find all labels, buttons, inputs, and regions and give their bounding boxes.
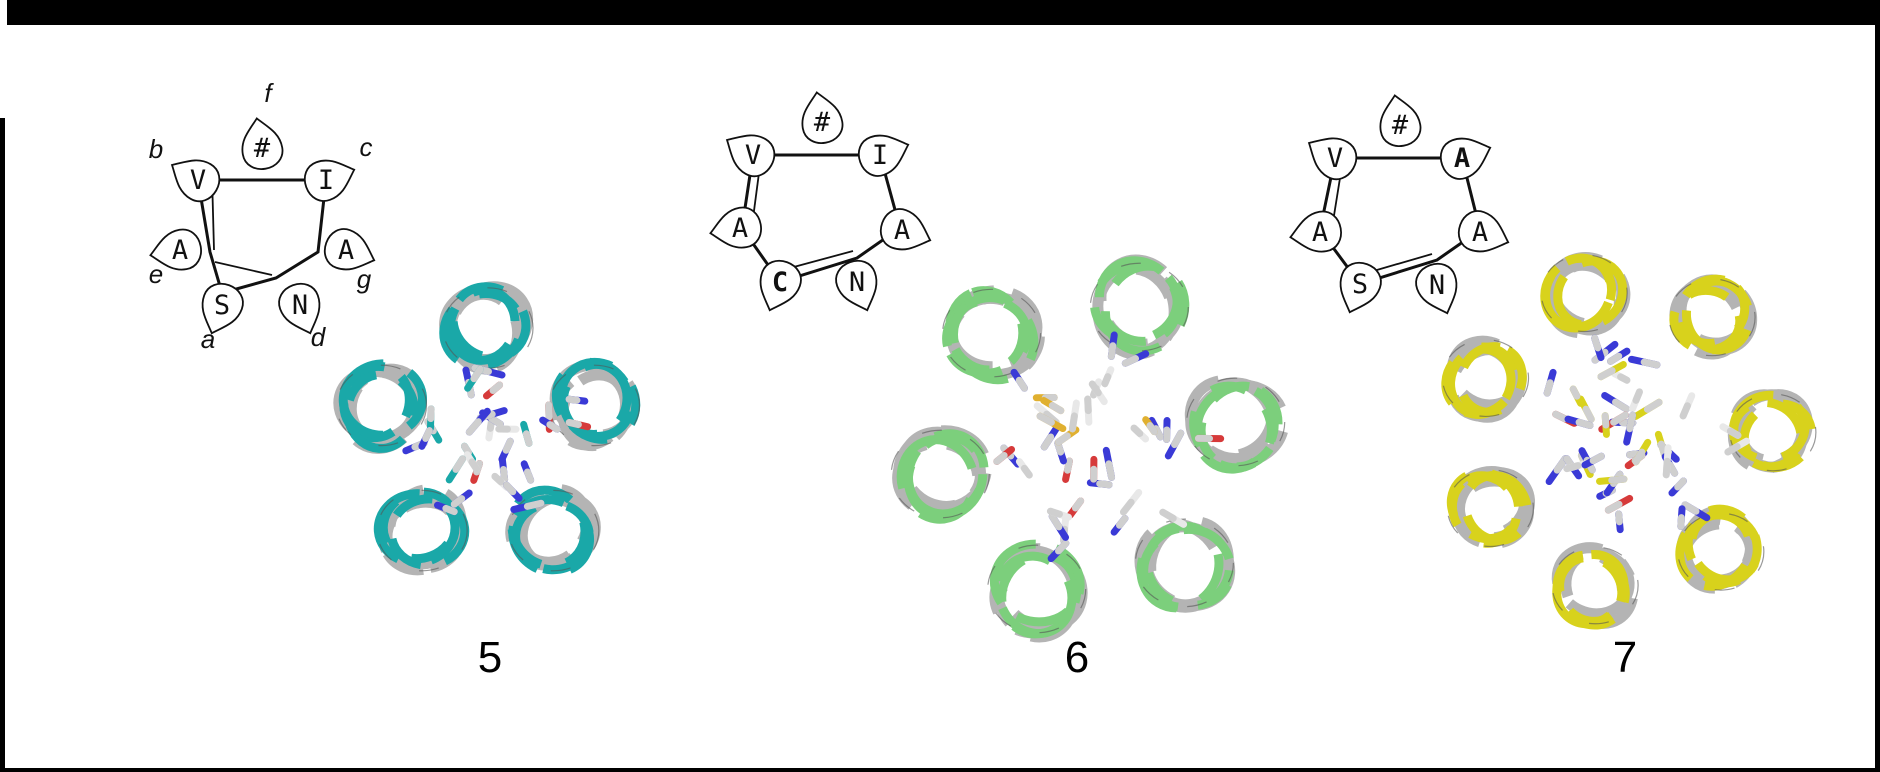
residue-4: A xyxy=(318,223,382,280)
svg-text:V: V xyxy=(745,140,761,171)
heptad-label-a: a xyxy=(201,324,215,354)
helix-2 xyxy=(1184,374,1290,474)
svg-text:A: A xyxy=(894,215,910,246)
svg-text:A: A xyxy=(732,213,748,244)
side-chain-sticks xyxy=(993,423,1080,479)
side-chain-sticks xyxy=(1598,355,1663,446)
helix-5 xyxy=(890,425,992,524)
side-chain-sticks xyxy=(491,437,545,513)
residue-2: # xyxy=(236,114,287,174)
heptad-label-d: d xyxy=(311,322,327,352)
svg-text:I: I xyxy=(318,165,334,196)
hexamer-structure-6 xyxy=(890,254,1290,643)
svg-text:C: C xyxy=(772,267,788,298)
wheel-frame xyxy=(196,178,328,295)
svg-text:#: # xyxy=(1392,110,1409,141)
side-chain-sticks xyxy=(1591,334,1631,413)
helix-2 xyxy=(1668,274,1758,360)
residue-3: I xyxy=(298,150,362,207)
helix-4 xyxy=(987,539,1088,643)
side-chain-sticks xyxy=(1086,446,1188,536)
svg-text:#: # xyxy=(814,107,831,138)
structure-label-5: 5 xyxy=(478,633,502,682)
svg-text:S: S xyxy=(1352,269,1368,300)
pentamer-structure-5 xyxy=(333,281,641,577)
svg-text:A: A xyxy=(338,235,354,266)
residue-4: A xyxy=(1452,205,1516,262)
svg-text:V: V xyxy=(1327,143,1343,174)
residue-4: A xyxy=(874,203,938,260)
residue-1: V xyxy=(161,146,228,209)
svg-text:A: A xyxy=(1312,217,1328,248)
helix-1 xyxy=(1089,254,1190,360)
helix-7 xyxy=(1441,335,1530,423)
side-chain-sticks xyxy=(1010,368,1080,433)
panel-corner-tab xyxy=(0,0,7,118)
residue-1: V xyxy=(1298,124,1365,187)
residue-7: A xyxy=(706,203,766,254)
helix-6 xyxy=(941,285,1045,385)
svg-text:A: A xyxy=(172,235,188,266)
svg-text:A: A xyxy=(1472,217,1488,248)
helix-6 xyxy=(1446,466,1536,550)
helix-1 xyxy=(1540,252,1631,339)
residue-1: V xyxy=(716,121,783,184)
side-chain-sticks xyxy=(1596,438,1652,534)
side-chain-sticks xyxy=(402,405,508,455)
svg-text:N: N xyxy=(1429,270,1445,301)
heptamer-structure-7 xyxy=(1441,252,1817,630)
side-chain-sticks xyxy=(495,395,592,447)
residue-2: # xyxy=(1374,91,1425,151)
side-chain-sticks xyxy=(1543,368,1610,438)
svg-text:N: N xyxy=(292,290,308,321)
residue-3: A xyxy=(1434,128,1498,185)
figure-panel xyxy=(5,25,1875,768)
residue-7: A xyxy=(1286,207,1346,258)
side-chain-sticks xyxy=(1084,331,1150,426)
helix-5 xyxy=(1551,542,1639,630)
side-chain-sticks xyxy=(462,364,506,442)
svg-text:N: N xyxy=(849,267,865,298)
heptad-label-e: e xyxy=(149,259,163,289)
structure-label-7: 7 xyxy=(1613,633,1637,682)
helix-4 xyxy=(1675,504,1765,594)
svg-text:S: S xyxy=(214,290,230,321)
svg-text:I: I xyxy=(872,140,888,171)
residue-5: N xyxy=(273,277,330,341)
helix-1 xyxy=(439,281,534,375)
helix-5 xyxy=(333,359,428,454)
residue-7: A xyxy=(146,225,206,276)
residue-5: N xyxy=(1410,257,1467,321)
residue-5: N xyxy=(830,254,887,318)
side-chain-sticks xyxy=(1545,447,1605,486)
helix-4 xyxy=(373,484,470,576)
side-chain-sticks xyxy=(1046,457,1085,563)
helix-3 xyxy=(1727,389,1817,475)
heptad-label-b: b xyxy=(149,134,163,164)
heptad-label-f: f xyxy=(264,78,274,108)
heptad-label-c: c xyxy=(360,132,373,162)
side-chain-sticks xyxy=(1130,416,1225,460)
svg-text:V: V xyxy=(190,165,206,196)
side-chain-sticks xyxy=(434,442,484,516)
svg-text:#: # xyxy=(254,133,271,164)
residue-3: I xyxy=(852,125,916,182)
helix-3 xyxy=(1134,515,1236,613)
residue-6: S xyxy=(1330,256,1387,320)
heptad-label-g: g xyxy=(357,264,372,294)
svg-text:A: A xyxy=(1454,143,1470,174)
structure-label-6: 6 xyxy=(1065,633,1089,682)
residue-2: # xyxy=(796,88,847,148)
helix-2 xyxy=(548,357,641,452)
residue-6: C xyxy=(750,254,807,318)
residue-6: S xyxy=(192,277,249,341)
